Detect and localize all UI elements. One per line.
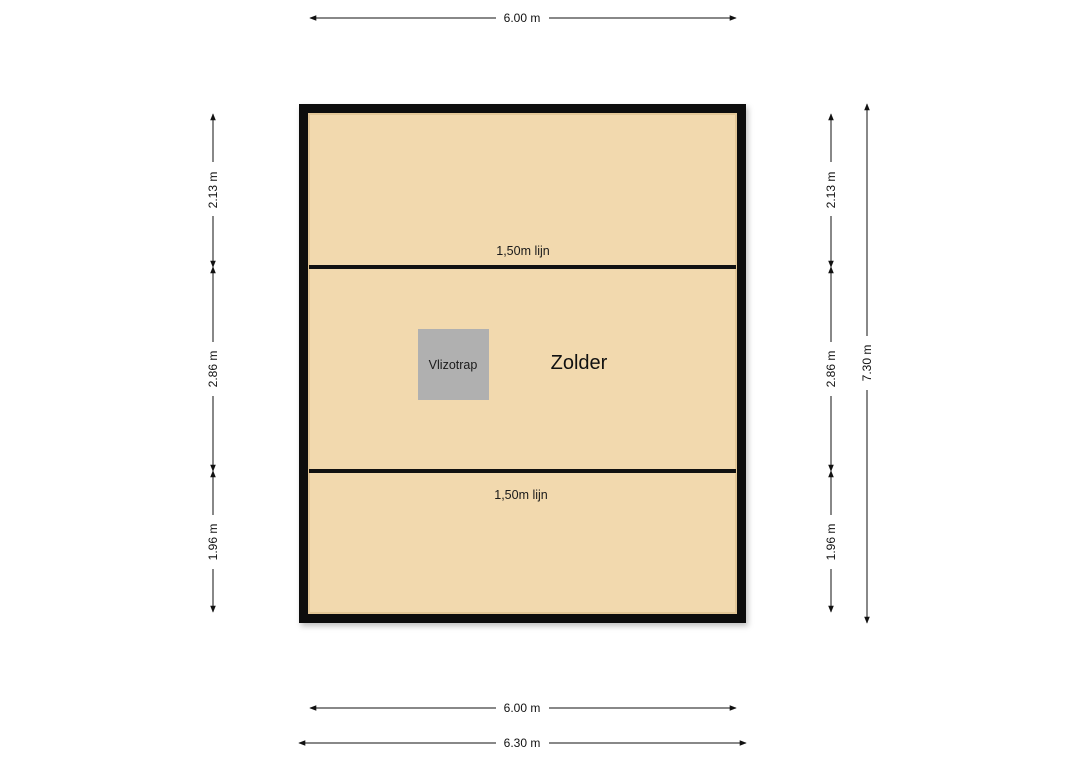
- stair-hatch: [418, 329, 489, 400]
- dim-right-total: 7.30 m: [860, 103, 874, 624]
- dim-left-top: 2.13 m: [206, 113, 220, 268]
- stair-label: Vlizotrap: [429, 358, 478, 372]
- dim-right-middle-text: 2.86 m: [824, 351, 838, 388]
- dim-right-total-text: 7.30 m: [860, 345, 874, 382]
- floor-inner-edge: [308, 113, 737, 614]
- dim-right-bottom: 1.96 m: [824, 470, 838, 613]
- dim-bottom-inner-width-text: 6.00 m: [504, 701, 541, 715]
- height-line-bottom: [309, 469, 736, 473]
- dim-left-middle-text: 2.86 m: [206, 351, 220, 388]
- dim-left-top-text: 2.13 m: [206, 172, 220, 209]
- dim-top-width: 6.00 m: [309, 11, 737, 25]
- line-top-label: 1,50m lijn: [496, 244, 550, 258]
- dim-right-middle: 2.86 m: [824, 266, 838, 472]
- dim-bottom-outer-width-text: 6.30 m: [504, 736, 541, 750]
- height-line-top: [309, 265, 736, 269]
- dim-left-bottom-text: 1.96 m: [206, 524, 220, 561]
- dim-top-width-text: 6.00 m: [504, 11, 541, 25]
- room-label-zolder: Zolder: [551, 352, 608, 374]
- floor-area: [309, 114, 736, 613]
- line-bottom-label: 1,50m lijn: [494, 488, 548, 502]
- dim-right-bottom-text: 1.96 m: [824, 524, 838, 561]
- dim-left-bottom: 1.96 m: [206, 470, 220, 613]
- dim-bottom-inner-width: 6.00 m: [309, 701, 737, 715]
- dim-right-top-text: 2.13 m: [824, 172, 838, 209]
- dim-bottom-outer-width: 6.30 m: [298, 736, 747, 750]
- dim-right-top: 2.13 m: [824, 113, 838, 268]
- dim-left-middle: 2.86 m: [206, 266, 220, 472]
